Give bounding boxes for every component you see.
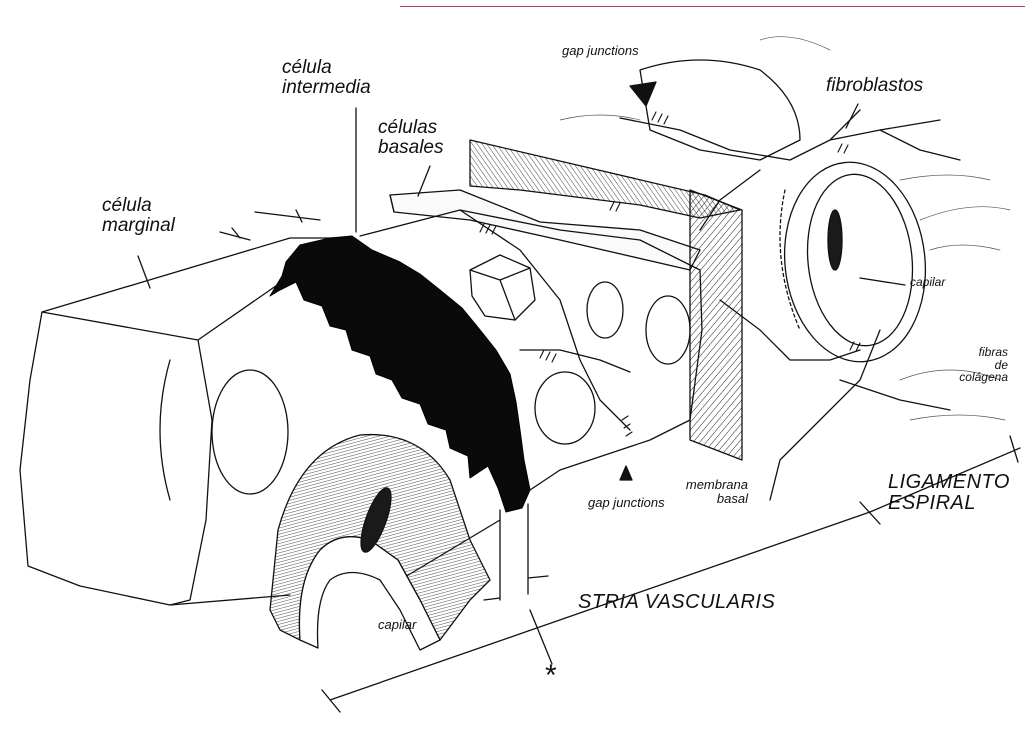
label-fibras-de-colagena: fibras de colágena xyxy=(944,346,1008,384)
label-asterisk: * xyxy=(545,660,557,692)
intermediate-cell-nucleus-3 xyxy=(646,296,690,364)
dimension-top-marginal xyxy=(220,210,320,240)
label-gap-junctions-bottom: gap junctions xyxy=(588,496,665,510)
label-celula-intermedia-line2: intermedia xyxy=(282,78,371,98)
label-gap-junctions-top: gap junctions xyxy=(562,44,639,58)
fibroblast-processes xyxy=(620,110,960,500)
label-celulas-basales-line2: basales xyxy=(378,138,444,158)
gap-junction-arrow-top xyxy=(630,82,656,106)
marginal-cell-nucleus xyxy=(212,370,288,494)
capillary-right-nucleus xyxy=(828,210,842,270)
label-celula-intermedia: célula intermedia xyxy=(282,58,371,98)
label-fibroblastos: fibroblastos xyxy=(826,76,923,96)
capillary-right-lumen xyxy=(799,169,920,351)
label-celulas-basales: células basales xyxy=(378,118,444,158)
intermediate-cell-nucleus-4 xyxy=(535,372,595,444)
label-celula-marginal: célula marginal xyxy=(102,196,175,236)
label-celula-marginal-line2: marginal xyxy=(102,216,175,236)
basal-membrane xyxy=(690,190,742,460)
label-ligamento-espiral: LIGAMENTO ESPIRAL xyxy=(888,472,1010,514)
label-celula-marginal-line1: célula xyxy=(102,196,175,216)
gap-junction-arrow-bottom xyxy=(620,466,632,480)
label-fibras-line1: fibras xyxy=(944,346,1008,359)
label-membrana-basal: membrana basal xyxy=(676,478,748,505)
label-capilar-bottom: capilar xyxy=(378,618,416,632)
label-celula-intermedia-line1: célula xyxy=(282,58,371,78)
dimension-intermediate xyxy=(484,504,548,600)
fibroblast-body xyxy=(640,60,800,160)
asterisk-leader xyxy=(530,610,552,664)
label-ligamento-line1: LIGAMENTO xyxy=(888,472,1010,493)
label-celulas-basales-line1: células xyxy=(378,118,444,138)
label-ligamento-line2: ESPIRAL xyxy=(888,493,1010,514)
leader-basales xyxy=(418,166,430,196)
marginal-cell-front-face xyxy=(20,312,212,605)
label-fibras-line3: colágena xyxy=(944,371,1008,384)
intermediate-cell-nucleus-2 xyxy=(587,282,623,338)
label-membrana-line2: basal xyxy=(676,492,748,506)
leader-fibroblastos xyxy=(846,104,858,128)
label-membrana-line1: membrana xyxy=(676,478,748,492)
label-stria-vascularis: STRIA VASCULARIS xyxy=(578,592,775,613)
label-capilar-right: capilar xyxy=(910,276,945,289)
